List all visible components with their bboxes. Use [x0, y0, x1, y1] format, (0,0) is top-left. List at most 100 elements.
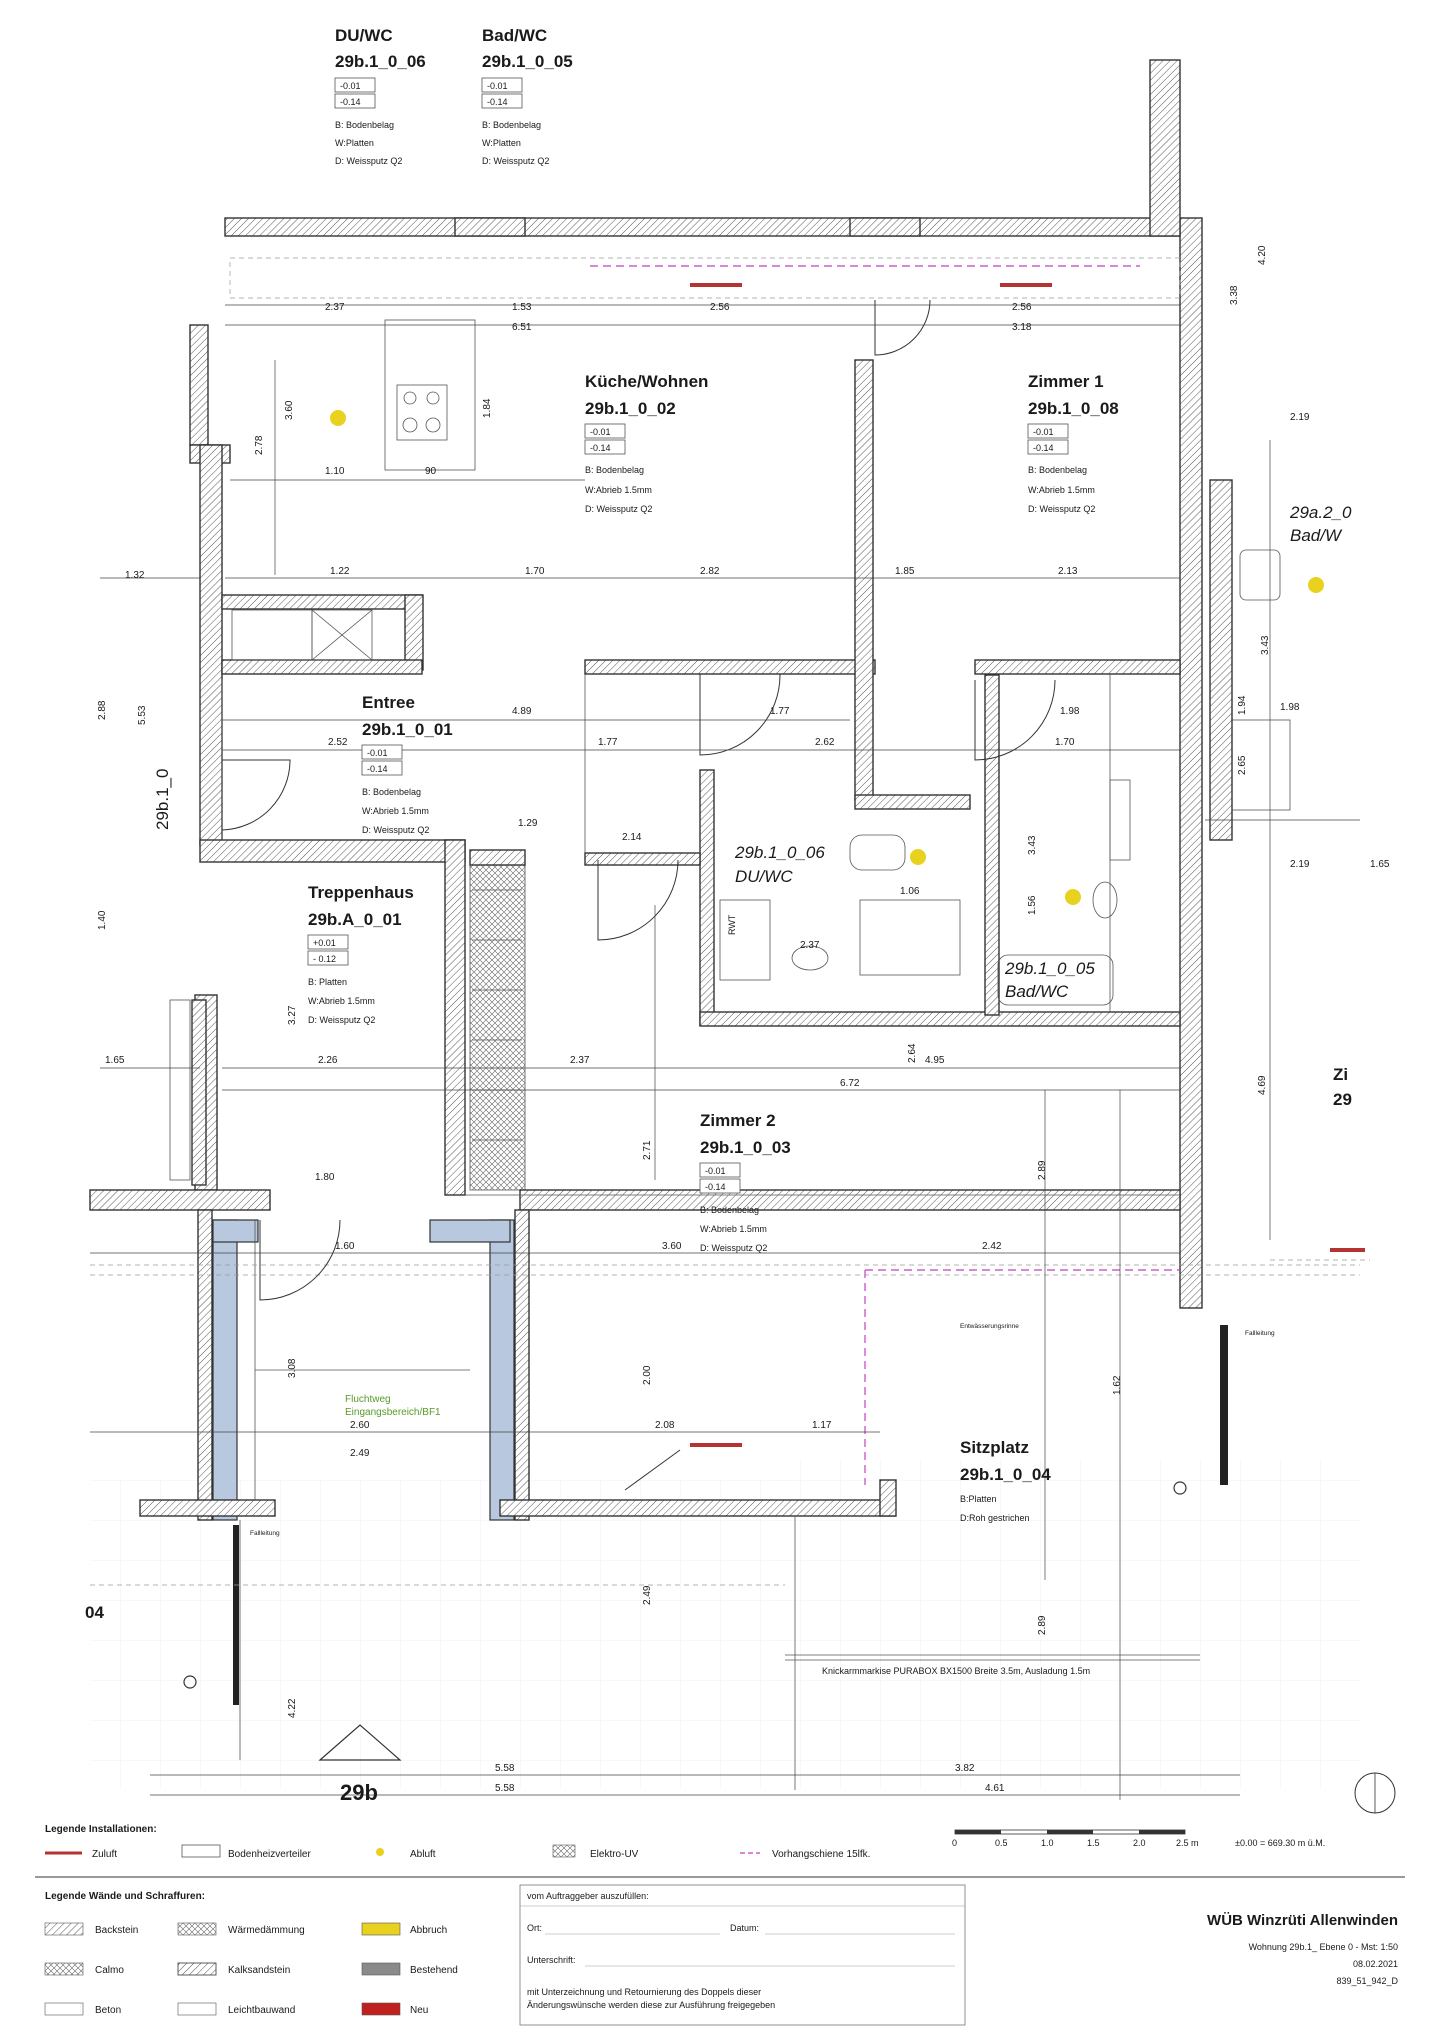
- floor-finish: B: Bodenbelag: [585, 465, 644, 475]
- room-label-neighbor-zi: Zi 29: [1333, 1065, 1352, 1109]
- scale-tick: 2.5 m: [1176, 1838, 1199, 1848]
- dimension-label: 1.29: [518, 818, 538, 829]
- escape-route-label-1: Fluchtweg: [345, 1394, 391, 1405]
- room-id: 29a.2_0: [1289, 503, 1352, 522]
- dimension-label: 1.53: [512, 302, 532, 313]
- legend-item: Bestehend: [410, 1965, 458, 1976]
- signature-box: vom Auftraggeber auszufüllen: Ort: Datum…: [519, 1884, 966, 2026]
- dimension-label: 2.56: [710, 302, 730, 313]
- legend-item: Zuluft: [92, 1849, 117, 1860]
- dimension-label: 3.60: [662, 1241, 682, 1252]
- room-name: Bad/W: [1290, 526, 1343, 545]
- dimension-label: 1.84: [482, 398, 493, 418]
- level-raw: -0.14: [705, 1182, 726, 1192]
- dimension-label: 4.95: [925, 1055, 945, 1066]
- dimension-label: 3.43: [1027, 835, 1038, 855]
- dimension-label: 2.14: [622, 832, 642, 843]
- level-raw: -0.14: [367, 764, 388, 774]
- wall-finish: W:Platten: [482, 138, 521, 148]
- drawing-date: 08.02.2021: [1353, 1959, 1398, 1969]
- legend-item: Abbruch: [410, 1925, 447, 1936]
- signature-label: Unterschrift:: [527, 1955, 576, 1965]
- room-name: Zimmer 2: [700, 1111, 776, 1130]
- dimension-label: 2.37: [325, 302, 345, 313]
- zuluft-markers: [690, 283, 1365, 1447]
- dimension-label: 2.00: [642, 1365, 653, 1385]
- dimension-label: 5.58: [495, 1763, 515, 1774]
- elevation-reference: ±0.00 = 669.30 m ü.M.: [1235, 1838, 1325, 1848]
- room-name: Küche/Wohnen: [585, 372, 708, 391]
- legend-item: Wärmedämmung: [228, 1925, 305, 1936]
- wall-east: [1179, 217, 1203, 1309]
- legend-walls: Legende Wände und Schraffuren: Backstein…: [44, 1891, 458, 2016]
- ceiling-finish: D: Weissputz Q2: [335, 156, 402, 166]
- ceiling-finish: D:Roh gestrichen: [960, 1513, 1030, 1523]
- title-block: WÜB Winzrüti Allenwinden Wohnung 29b.1_ …: [1207, 1912, 1398, 1986]
- dimension-label: 1.70: [1055, 737, 1075, 748]
- wall-stair-east: [489, 1219, 515, 1521]
- room-label-zimmer2: Zimmer 2 29b.1_0_03 -0.01 -0.14 B: Boden…: [699, 1111, 791, 1253]
- dimension-label: 2.19: [1290, 412, 1310, 423]
- wall-finish: W:Abrieb 1.5mm: [1028, 485, 1095, 495]
- room-id: 29: [1333, 1090, 1352, 1109]
- wall-zimmer1: [854, 359, 874, 801]
- left-cut-label: 04: [85, 1603, 104, 1622]
- dimension-label: 3.18: [1012, 322, 1032, 333]
- dimension-label: 2.37: [800, 940, 820, 951]
- legend-item: Kalksandstein: [228, 1965, 290, 1976]
- level-finished: -0.01: [340, 81, 361, 91]
- dimension-label: 4.61: [985, 1783, 1005, 1794]
- scale-tick: 0: [952, 1838, 957, 1848]
- dimension-label: 2.89: [1037, 1615, 1048, 1635]
- ceiling-finish: D: Weissputz Q2: [308, 1015, 375, 1025]
- dimension-lines: [90, 304, 1271, 1800]
- dimension-label: 1.77: [598, 737, 618, 748]
- room-label-entree: Entree 29b.1_0_01 -0.01 -0.14 B: Bodenbe…: [361, 693, 453, 835]
- dimension-label: 2.88: [97, 700, 108, 720]
- legend-item: Backstein: [95, 1925, 138, 1936]
- room-id: 29b.1_0_01: [362, 720, 453, 739]
- wall-finish: W:Abrieb 1.5mm: [585, 485, 652, 495]
- room-name: Treppenhaus: [308, 883, 414, 902]
- dimension-label: 2.26: [318, 1055, 338, 1066]
- room-id: 29b.1_0_05: [1004, 959, 1095, 978]
- room-name: DU/WC: [735, 867, 793, 886]
- dimension-label: 2.13: [1058, 566, 1078, 577]
- legend-item: Calmo: [95, 1965, 124, 1976]
- wall-finish: W:Abrieb 1.5mm: [308, 996, 375, 1006]
- room-label-duwc-plan: 29b.1_0_06 DU/WC: [734, 843, 825, 886]
- dimension-label: 4.69: [1257, 1075, 1268, 1095]
- room-id: 29b.1_0_06: [335, 52, 426, 71]
- dimension-label: 6.72: [840, 1078, 860, 1089]
- dimension-label: 2.08: [655, 1420, 675, 1431]
- floor-finish: B: Bodenbelag: [335, 120, 394, 130]
- escape-route-label-2: Eingangsbereich/BF1: [345, 1407, 441, 1418]
- legend-installations: Legende Installationen: Zuluft Bodenheiz…: [45, 1824, 870, 1860]
- floor-finish: B: Bodenbelag: [482, 120, 541, 130]
- dimension-label: 3.82: [955, 1763, 975, 1774]
- room-label-zimmer1: Zimmer 1 29b.1_0_08 -0.01 -0.14 B: Boden…: [1027, 372, 1119, 514]
- level-finished: +0.01: [313, 938, 336, 948]
- room-label-kueche: Küche/Wohnen 29b.1_0_02 -0.01 -0.14 B: B…: [584, 372, 708, 514]
- dimension-label: 2.52: [328, 737, 348, 748]
- dimension-label: 4.20: [1257, 245, 1268, 265]
- level-finished: -0.01: [590, 427, 611, 437]
- dimension-label: 1.06: [900, 886, 920, 897]
- dimension-label: 1.98: [1060, 706, 1080, 717]
- room-id: 29b.1_0_03: [700, 1138, 791, 1157]
- dimension-label: 2.49: [350, 1448, 370, 1459]
- ceiling-finish: D: Weissputz Q2: [1028, 504, 1095, 514]
- wall-finish: W:Platten: [335, 138, 374, 148]
- dimension-label: 2.37: [570, 1055, 590, 1066]
- room-id: 29b.1_0_08: [1028, 399, 1119, 418]
- dimension-label: 1.56: [1027, 895, 1038, 915]
- legend-title: Legende Installationen:: [45, 1824, 157, 1835]
- dimension-label: 4.89: [512, 706, 532, 717]
- awning-label: Knickarmmarkise PURABOX BX1500 Breite 3.…: [822, 1666, 1090, 1676]
- wall-wetcore-south: [699, 1011, 1181, 1027]
- place-label: Ort:: [527, 1923, 542, 1933]
- signature-note: Änderungswünsche werden diese zur Ausfüh…: [527, 2000, 775, 2010]
- floor-finish: B: Platten: [308, 977, 347, 987]
- room-name: Zimmer 1: [1028, 372, 1104, 391]
